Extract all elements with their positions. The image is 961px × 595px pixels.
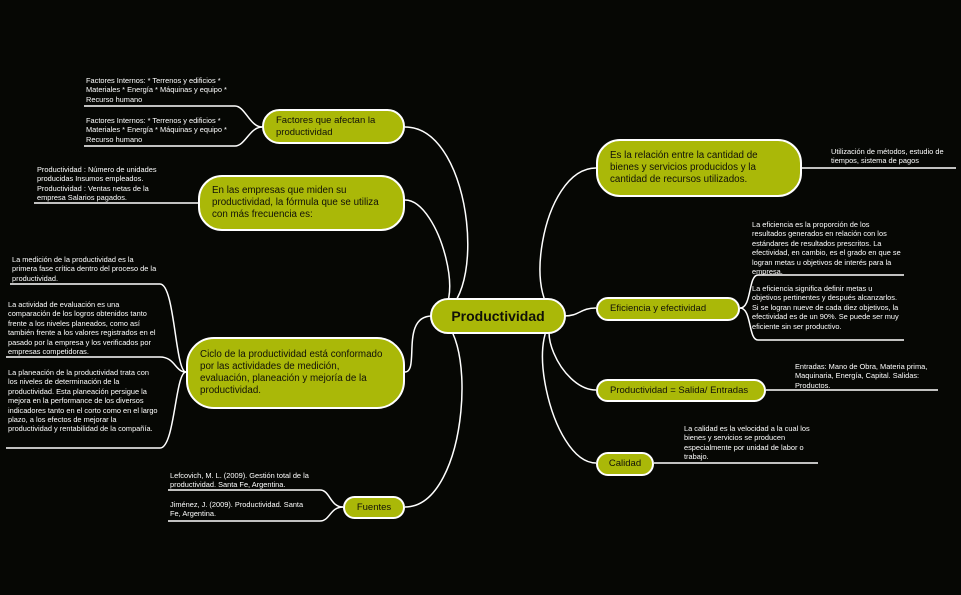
leaf-fuentes-1: Lefcovich, M. L. (2009). Gestión total d… xyxy=(170,471,309,490)
topic-salida[interactable]: Productividad = Salida/ Entradas xyxy=(596,379,766,402)
leaf-calidad-1: La calidad es la velocidad a la cual los… xyxy=(684,424,810,462)
topic-calidad[interactable]: Calidad xyxy=(596,452,654,476)
topic-fuentes[interactable]: Fuentes xyxy=(343,496,405,519)
leaf-factores-1: Factores Internos: * Terrenos y edificio… xyxy=(86,76,227,104)
topic-ciclo[interactable]: Ciclo de la productividad está conformad… xyxy=(186,337,405,409)
central-topic[interactable]: Productividad xyxy=(430,298,566,334)
topic-relacion[interactable]: Es la relación entre la cantidad de bien… xyxy=(596,139,802,197)
topic-factores[interactable]: Factores que afectan la productividad xyxy=(262,109,405,144)
leaf-ciclo-3: La planeación de la productividad trata … xyxy=(8,368,158,434)
leaf-eficiencia-1: La eficiencia es la proporción de los re… xyxy=(752,220,901,277)
leaf-salida-1: Entradas: Mano de Obra, Materia prima, M… xyxy=(795,362,928,390)
leaf-ciclo-1: La medición de la productividad es la pr… xyxy=(12,255,157,283)
topic-formula[interactable]: En las empresas que miden su productivid… xyxy=(198,175,405,231)
leaf-relacion-1: Utilización de métodos, estudio de tiemp… xyxy=(831,147,944,166)
leaf-formula-1: Productividad : Número de unidades produ… xyxy=(37,165,157,203)
leaf-fuentes-2: Jiménez, J. (2009). Productividad. Santa… xyxy=(170,500,304,519)
leaf-ciclo-2: La actividad de evaluación es una compar… xyxy=(8,300,156,357)
leaf-factores-2: Factores Internos: * Terrenos y edificio… xyxy=(86,116,227,144)
leaf-eficiencia-2: La eficiencia significa definir metas u … xyxy=(752,284,899,331)
topic-eficiencia[interactable]: Eficiencia y efectividad xyxy=(596,297,740,321)
